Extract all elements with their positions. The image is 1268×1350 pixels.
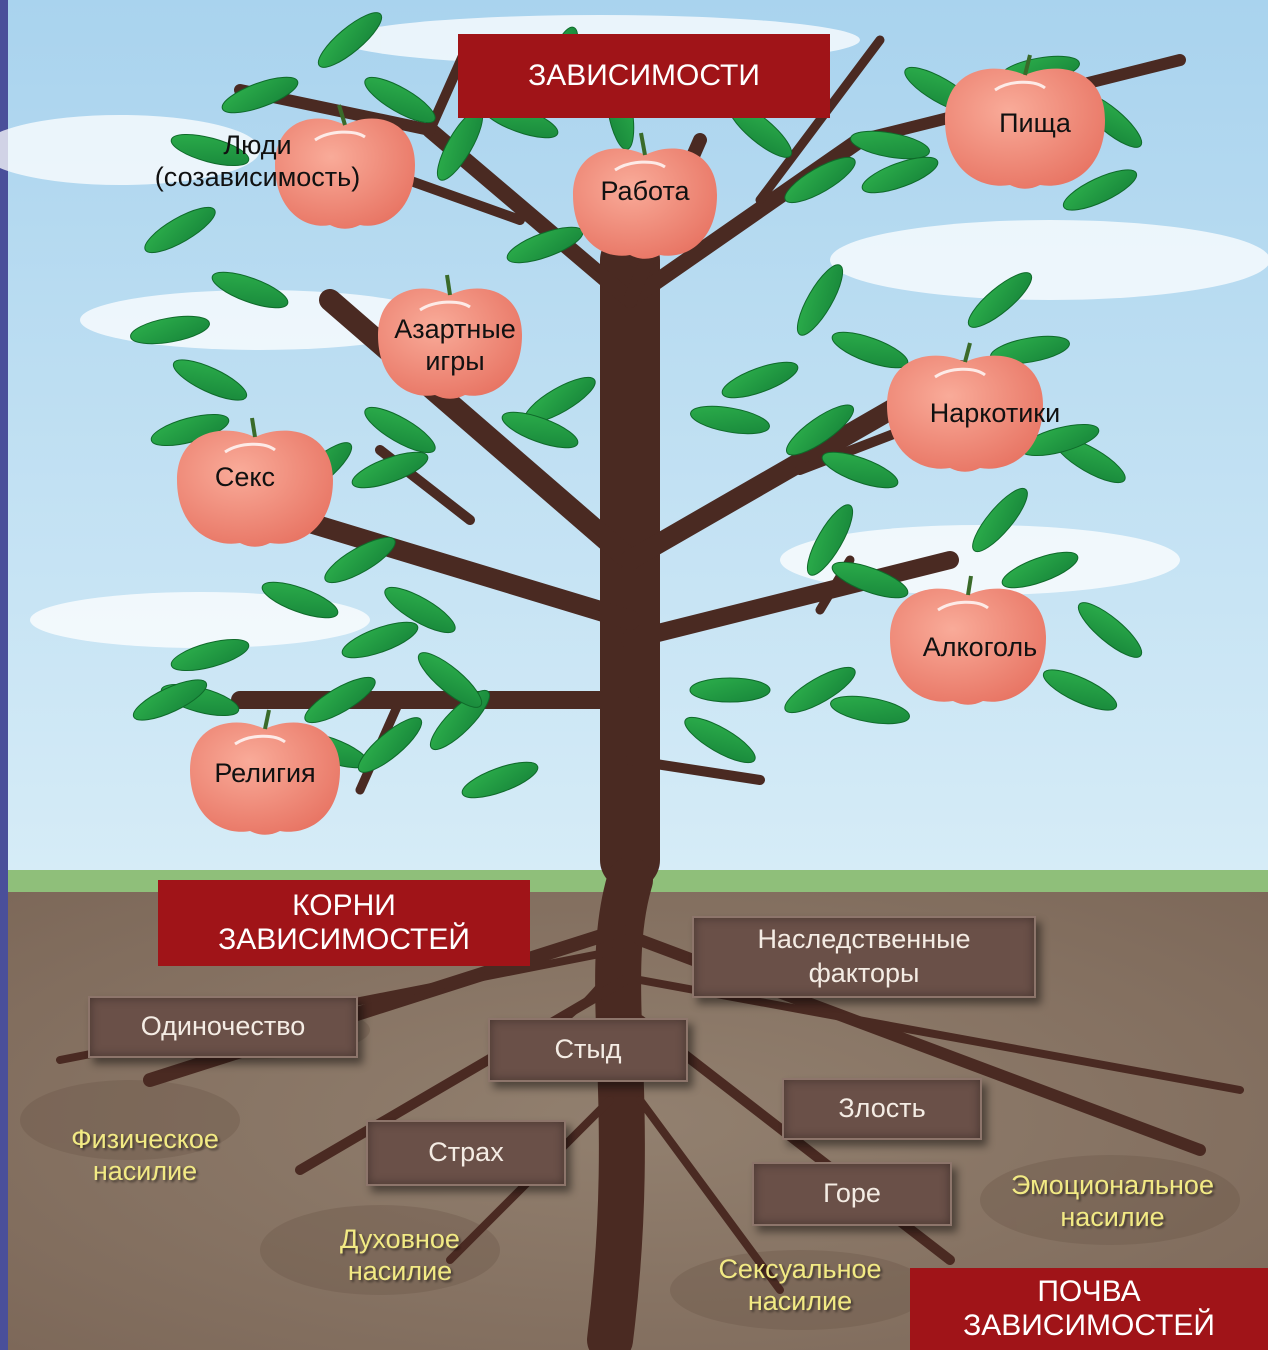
- leaf: [821, 451, 899, 489]
- root-box-heredity: Наследственные факторы: [692, 916, 1036, 998]
- leaf: [784, 666, 856, 714]
- leaf: [796, 264, 844, 336]
- leaf: [170, 638, 250, 672]
- leaf: [967, 272, 1033, 328]
- leaf: [304, 676, 376, 724]
- leaf: [130, 315, 210, 345]
- leaf: [1062, 169, 1138, 211]
- apple-label-work: Работа: [600, 176, 690, 206]
- leaf: [689, 677, 771, 703]
- roots-banner-label: КОРНИ ЗАВИСИМОСТЕЙ: [218, 888, 470, 957]
- leaf: [357, 717, 423, 773]
- roots-banner: КОРНИ ЗАВИСИМОСТЕЙ: [158, 880, 530, 966]
- leaf: [690, 405, 770, 435]
- leaf: [417, 652, 483, 708]
- leaf: [1001, 551, 1079, 589]
- leaf: [341, 621, 419, 659]
- root-box-shame: Стыд: [488, 1018, 688, 1082]
- leaf: [324, 536, 396, 584]
- soil-label-sexual-abuse: Сексуальное насилие: [718, 1254, 882, 1316]
- apple-label-sex: Секс: [214, 462, 276, 492]
- leaf: [850, 130, 930, 160]
- leaf: [384, 586, 456, 634]
- leaf: [830, 695, 910, 725]
- apple-label-people: Люди (созависимость): [154, 130, 361, 192]
- leaf: [221, 76, 299, 114]
- root-box-fear: Страх: [366, 1120, 566, 1186]
- apple-work: [573, 132, 717, 259]
- apple-sex: [177, 417, 333, 547]
- apple-food: [945, 54, 1105, 189]
- leaf: [1042, 669, 1118, 711]
- leaf: [211, 271, 289, 309]
- leaf: [721, 361, 799, 399]
- leaf: [364, 406, 436, 454]
- soil-label-emotional-abuse: Эмоциональное насилие: [1011, 1170, 1214, 1232]
- dependencies-title-banner: ЗАВИСИМОСТИ: [458, 34, 830, 118]
- apples: [177, 54, 1105, 835]
- root-box-grief: Горе: [752, 1162, 952, 1226]
- leaf: [172, 359, 248, 401]
- leaf: [317, 12, 383, 68]
- root-box-loneliness: Одиночество: [88, 996, 358, 1058]
- leaf: [972, 487, 1028, 553]
- leaf: [786, 404, 854, 456]
- leaf: [144, 206, 216, 254]
- soil-banner: ПОЧВА ЗАВИСИМОСТЕЙ: [910, 1268, 1268, 1350]
- apple-gambling: [378, 274, 522, 399]
- page-title: ЗАВИСИМОСТИ: [528, 58, 760, 92]
- apple-people: [275, 104, 415, 229]
- leaf: [364, 76, 436, 124]
- leaf: [461, 761, 539, 799]
- apple-label-drugs: Наркотики: [929, 398, 1061, 428]
- soil-label-physical-abuse: Физическое насилие: [71, 1124, 219, 1186]
- apple-label-alcohol: Алкоголь: [922, 632, 1038, 662]
- apple-label-food: Пища: [999, 108, 1071, 138]
- leaf: [1077, 602, 1143, 658]
- leaf: [684, 716, 756, 764]
- leaf: [170, 133, 250, 167]
- leaf: [261, 581, 339, 619]
- apple-religion: [190, 709, 340, 835]
- apple-label-religion: Религия: [214, 758, 316, 788]
- leaf: [784, 156, 856, 204]
- leaf: [501, 411, 579, 449]
- leaf: [806, 504, 854, 576]
- leaf: [831, 561, 909, 599]
- leaf: [132, 679, 208, 721]
- apple-drugs: [887, 342, 1043, 472]
- soil-label-spiritual-abuse: Духовное насилие: [340, 1224, 460, 1286]
- leaf: [861, 156, 939, 194]
- apple-alcohol: [890, 575, 1046, 705]
- root-box-anger: Злость: [782, 1078, 982, 1140]
- apple-label-gambling: Азартные игры: [394, 314, 516, 376]
- leaf: [351, 451, 429, 489]
- soil-banner-label: ПОЧВА ЗАВИСИМОСТЕЙ: [963, 1274, 1215, 1343]
